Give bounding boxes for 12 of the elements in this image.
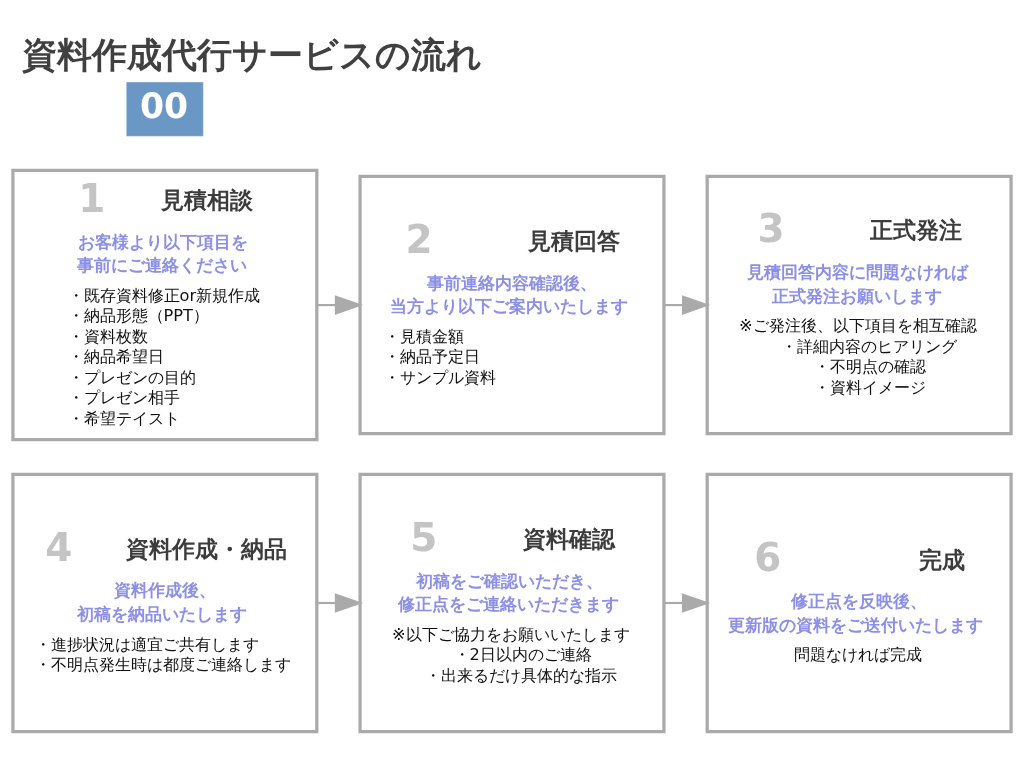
node-box: 00: [126, 82, 204, 137]
arrow: [664, 593, 711, 613]
arrow: [664, 295, 711, 315]
diagram-title: 資料作成代行サービスの流れ: [21, 35, 482, 76]
node-box: 4 資料作成・納品 資料作成後、初稿を納品いたします ・進捗状況は適宜ご共有します ・不明点発生時は都度ご連絡します: [11, 472, 319, 734]
node-box: 6 完成 修正点を反映後、更新版の資料をご送付いたします 問題なければ完成: [705, 472, 1013, 734]
node-box: 2 見積回答 事前連絡内容確認後、当方より以下ご案内いたします ・見積金額 ・納品予定日 ・サンプル資料: [358, 174, 666, 436]
node-box: 3 正式発注 見積回答内容に問題なければ正式発注お願いします ※ご発注後、以下項目を相互確認 ・詳細内容のヒアリング ・不明点の確認 ・資料イメージ: [705, 174, 1013, 436]
node-box: 5 資料確認 初稿をご確認いただき、修正点をご連絡いただきます ※以下ご協力をお願いいたします ・2日以内のご連絡 ・出来るだけ具体的な指示: [358, 472, 666, 734]
node-box: 1 見積相談 お客様より以下項目を事前にご連絡ください ・既存資料修正or新規作成 ・納品形態（PPT） ・資料枚数 ・納品希望日 ・プレゼンの目的 ・プレゼン相手 ・希望テイスト: [11, 168, 319, 442]
arrow: [317, 295, 363, 315]
arrow: [317, 593, 363, 613]
